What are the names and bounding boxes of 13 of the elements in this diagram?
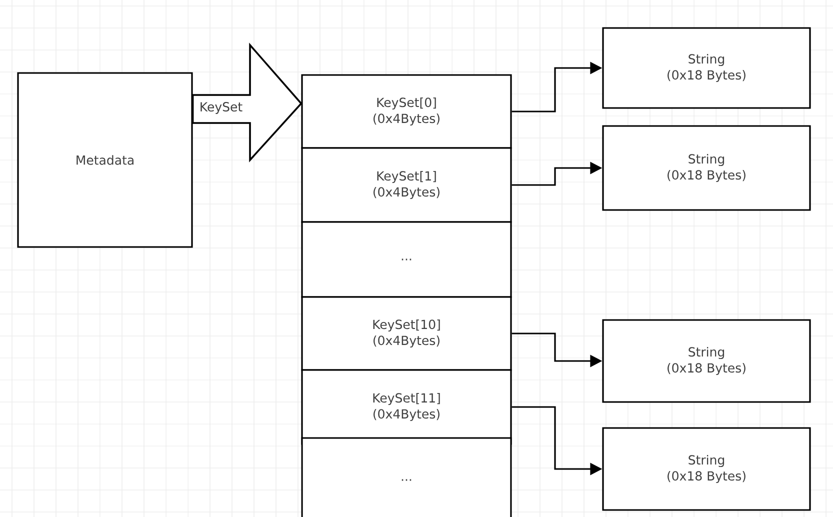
keyset-cell: KeySet[0] (0x4Bytes) [301,74,512,149]
string-box: String (0x18 Bytes) [602,125,811,211]
string-box: String (0x18 Bytes) [602,27,811,109]
edge-label: KeySet [198,101,244,115]
keyset-cell: ... [301,437,512,517]
keyset-cell: KeySet[10] (0x4Bytes) [301,296,512,371]
keyset-cell: KeySet[1] (0x4Bytes) [301,147,512,223]
string-box: String (0x18 Bytes) [602,427,811,511]
keyset-cell: KeySet[11] (0x4Bytes) [301,369,512,445]
block-arrow [192,42,302,162]
string-box: String (0x18 Bytes) [602,319,811,403]
keyset-cell: ... [301,221,512,298]
metadata-box: Metadata [17,72,193,248]
